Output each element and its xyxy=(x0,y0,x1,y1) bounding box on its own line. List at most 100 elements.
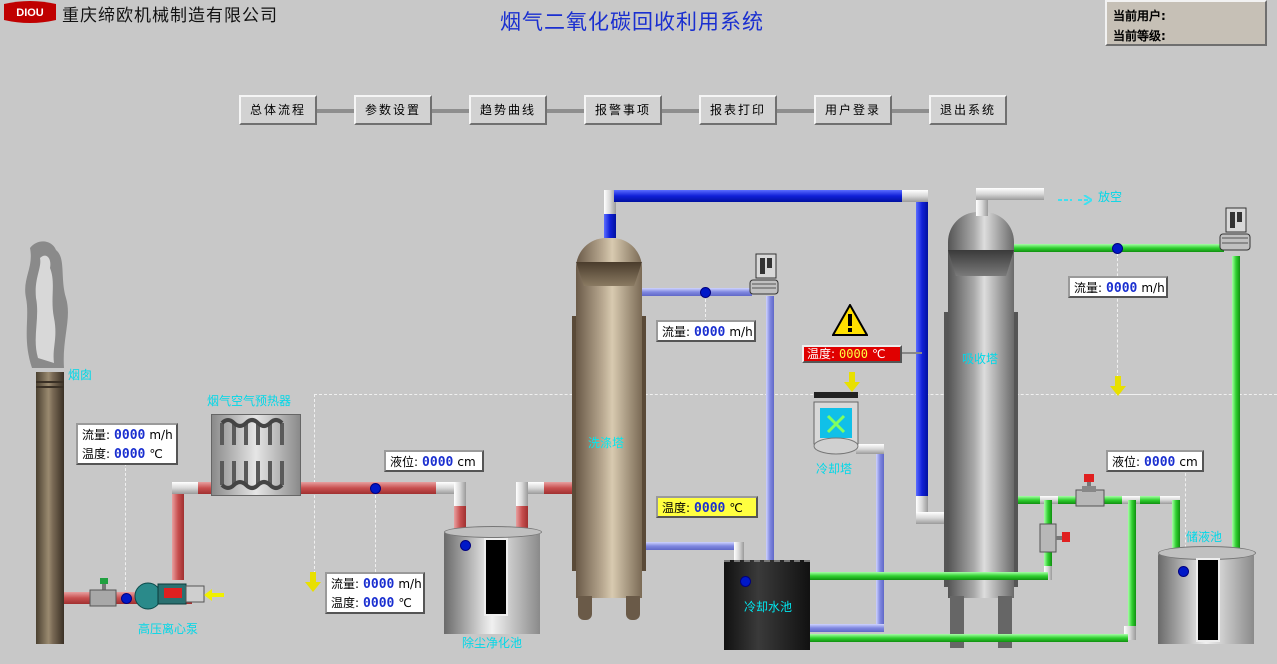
tower-leg xyxy=(578,596,592,620)
down-arrow-icon xyxy=(844,372,860,392)
page-title: 烟气二氧化碳回收利用系统 xyxy=(500,10,764,34)
logo-text: DIOU xyxy=(16,7,44,19)
pipe-elbow xyxy=(734,542,744,560)
flow-label: 流量: xyxy=(662,325,691,339)
user-info-panel: 当前用户: 当前等级: xyxy=(1105,0,1267,46)
flow-label: 流量: xyxy=(1074,281,1103,295)
wash-tower xyxy=(576,238,642,598)
flow-value: 0000 xyxy=(114,428,146,443)
temp-label: 温度: xyxy=(807,347,836,361)
temp-value: 0000 xyxy=(839,347,868,361)
temp-unit: ℃ xyxy=(398,596,412,610)
flow-sensor-dot xyxy=(1112,243,1123,254)
temp-value: 0000 xyxy=(363,596,395,611)
connector-line xyxy=(1185,468,1186,568)
nav-button-alarms[interactable]: 报警事项 xyxy=(584,95,662,125)
wash-tower-label: 洗涤塔 xyxy=(588,436,625,450)
storage-pool-label: 储液池 xyxy=(1186,530,1223,544)
connector-line xyxy=(902,352,922,354)
tower-rail xyxy=(642,316,646,571)
tower-cap xyxy=(948,250,1014,276)
connector-line xyxy=(705,294,706,322)
connector-line xyxy=(314,394,1149,395)
pipe-elbow xyxy=(454,482,466,508)
pipe-gas xyxy=(454,506,466,530)
company-name: 重庆缔欧机械制造有限公司 xyxy=(62,6,278,26)
cooling-pool-label: 冷却水池 xyxy=(744,600,793,614)
absorb-fan[interactable] xyxy=(1218,206,1252,256)
pipe-water xyxy=(766,296,774,560)
chimney-label: 烟囱 xyxy=(68,368,93,382)
company-logo: DIOU xyxy=(2,0,58,26)
wash-fan[interactable] xyxy=(748,252,780,300)
temp-label: 温度: xyxy=(331,596,360,610)
gas-valve[interactable] xyxy=(88,578,118,608)
level-label: 液位: xyxy=(390,455,419,469)
flow-unit: m/h xyxy=(398,577,422,591)
flow-sensor-dot xyxy=(121,593,132,604)
pipe-water xyxy=(810,624,884,632)
pipe-liquid xyxy=(1232,256,1240,552)
pipe-elbow xyxy=(1044,566,1052,580)
alarm-temp-readout: 温度:0000℃ xyxy=(802,345,902,363)
tower-rail xyxy=(1014,312,1018,587)
temp-unit: ℃ xyxy=(871,347,886,361)
flow-unit: m/h xyxy=(149,428,173,442)
pipe-elbow xyxy=(856,444,884,454)
pipe-liquid xyxy=(810,634,1128,642)
pipe-liquid xyxy=(810,572,1048,580)
pipe-gas xyxy=(544,482,578,494)
nav-button-overall-flow[interactable]: 总体流程 xyxy=(239,95,317,125)
pipe-liquid xyxy=(1172,500,1180,552)
pipe-elbow xyxy=(1160,496,1180,504)
flow-unit: m/h xyxy=(729,325,753,339)
flow-sensor-dot xyxy=(700,287,711,298)
flow-arrow-icon xyxy=(204,586,224,601)
flow-unit: m/h xyxy=(1141,281,1165,295)
control-valve-horizontal[interactable] xyxy=(1074,474,1108,510)
flow-label: 流量: xyxy=(82,428,111,442)
current-level-label: 当前等级: xyxy=(1113,29,1166,43)
warning-icon xyxy=(831,302,869,336)
level-value: 0000 xyxy=(1144,455,1176,470)
flow-sensor-dot xyxy=(370,483,381,494)
level-sensor-dot xyxy=(1178,566,1189,577)
down-arrow-icon xyxy=(1110,376,1126,396)
control-valve-vertical[interactable] xyxy=(1038,522,1072,556)
heat-exchanger xyxy=(211,414,301,496)
vent-arrow-icon xyxy=(1058,190,1094,206)
nav-button-trend[interactable]: 趋势曲线 xyxy=(469,95,547,125)
flow-value: 0000 xyxy=(694,325,726,340)
nav-button-login[interactable]: 用户登录 xyxy=(814,95,892,125)
flow-value: 0000 xyxy=(1106,281,1138,296)
absorb-tower-label: 吸收塔 xyxy=(962,352,999,366)
temp-value: 0000 xyxy=(694,501,726,516)
pipe-water xyxy=(646,542,738,550)
centrifugal-pump[interactable] xyxy=(134,576,206,610)
nav-button-reports[interactable]: 报表打印 xyxy=(699,95,777,125)
flow-value: 0000 xyxy=(363,577,395,592)
chimney-ring xyxy=(36,378,64,388)
temp-label: 温度: xyxy=(662,501,691,515)
pipe-water xyxy=(642,288,752,296)
level-gauge xyxy=(1196,558,1220,642)
nav-button-parameters[interactable]: 参数设置 xyxy=(354,95,432,125)
current-user-label: 当前用户: xyxy=(1113,9,1166,23)
tower-cap xyxy=(576,262,642,286)
flow-label: 流量: xyxy=(331,577,360,591)
pipe-elbow xyxy=(902,190,928,202)
level-value: 0000 xyxy=(422,455,454,470)
pipe-co2 xyxy=(604,214,616,238)
pipe-gas xyxy=(172,490,184,580)
level-sensor-dot xyxy=(460,540,471,551)
pipe-liquid xyxy=(1128,500,1136,630)
tower-rail xyxy=(572,316,576,571)
heat-exchanger-label: 烟气空气预热器 xyxy=(207,394,292,408)
nav-button-exit[interactable]: 退出系统 xyxy=(929,95,1007,125)
